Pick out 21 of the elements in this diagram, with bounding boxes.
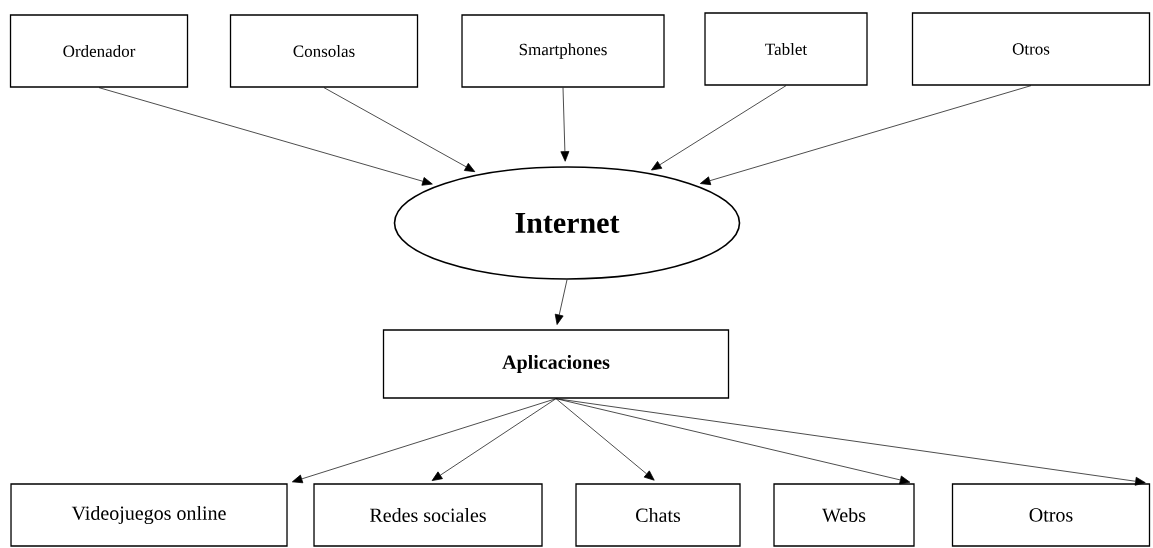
arrow — [292, 398, 557, 484]
arrow — [555, 398, 655, 481]
application-box: Videojuegos online — [10, 483, 288, 547]
arrow — [554, 279, 568, 325]
device-box: Ordenador — [9, 14, 189, 88]
arrow — [651, 85, 787, 171]
application-box: Chats — [575, 483, 741, 547]
application-box: Redes sociales — [313, 483, 543, 547]
arrow — [560, 87, 570, 162]
arrow — [555, 398, 1146, 486]
arrow — [431, 398, 557, 481]
application-box: Otros — [951, 483, 1151, 547]
arrow — [700, 85, 1032, 185]
arrow — [323, 87, 476, 172]
device-box: Consolas — [229, 14, 419, 88]
device-box: Smartphones — [461, 14, 665, 88]
device-box: Tablet — [704, 12, 868, 86]
arrow — [98, 87, 433, 186]
device-box: Otros — [911, 12, 1151, 86]
applications-box: Aplicaciones — [382, 329, 730, 399]
application-box: Webs — [773, 483, 915, 547]
